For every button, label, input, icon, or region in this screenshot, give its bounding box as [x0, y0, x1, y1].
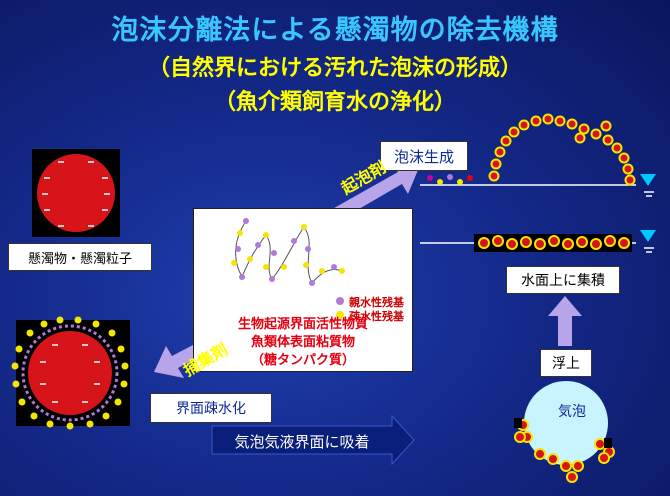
rise-arrow	[548, 296, 582, 346]
surfactant-line-1: 生物起源界面活性物質	[237, 317, 368, 332]
subtitle-aquaculture: （魚介類飼育水の浄化）	[213, 90, 456, 115]
label-float-up: 浮上	[540, 349, 592, 377]
label-bubble: 気泡	[558, 404, 586, 420]
legend-hydrophobic: 疎水性残基	[349, 310, 404, 323]
surfactant-line-2: 魚類体表面粘質物	[250, 335, 355, 350]
suspended-particle	[32, 149, 120, 237]
surfactant-panel: 親水性残基 疎水性残基 生物起源界面活性物質 魚類体表面粘質物 （糖タンパク質）	[193, 208, 413, 372]
label-adsorption: 気泡気液界面に吸着	[234, 432, 370, 451]
adsorption-arrow	[211, 414, 415, 466]
surface-band	[420, 230, 656, 253]
legend-hydrophilic: 親水性残基	[349, 296, 404, 309]
page-title: 泡沫分離法による懸濁物の除去機構	[111, 15, 559, 46]
label-surface-accumulation: 水面上に集積	[506, 266, 620, 294]
coated-particle	[11, 316, 130, 430]
label-hydrophobic: 界面疎水化	[150, 393, 272, 423]
label-suspended: 懸濁物・懸濁粒子	[8, 243, 152, 271]
air-bubble	[514, 381, 615, 483]
subtitle-nature: （自然界における汚れた泡沫の形成）	[147, 56, 522, 81]
molecule-chain	[231, 218, 345, 319]
surfactant-line-3: （糖タンパク質）	[250, 353, 355, 368]
label-foam-generation: 泡沫生成	[380, 141, 468, 171]
foam-arc	[420, 113, 656, 197]
